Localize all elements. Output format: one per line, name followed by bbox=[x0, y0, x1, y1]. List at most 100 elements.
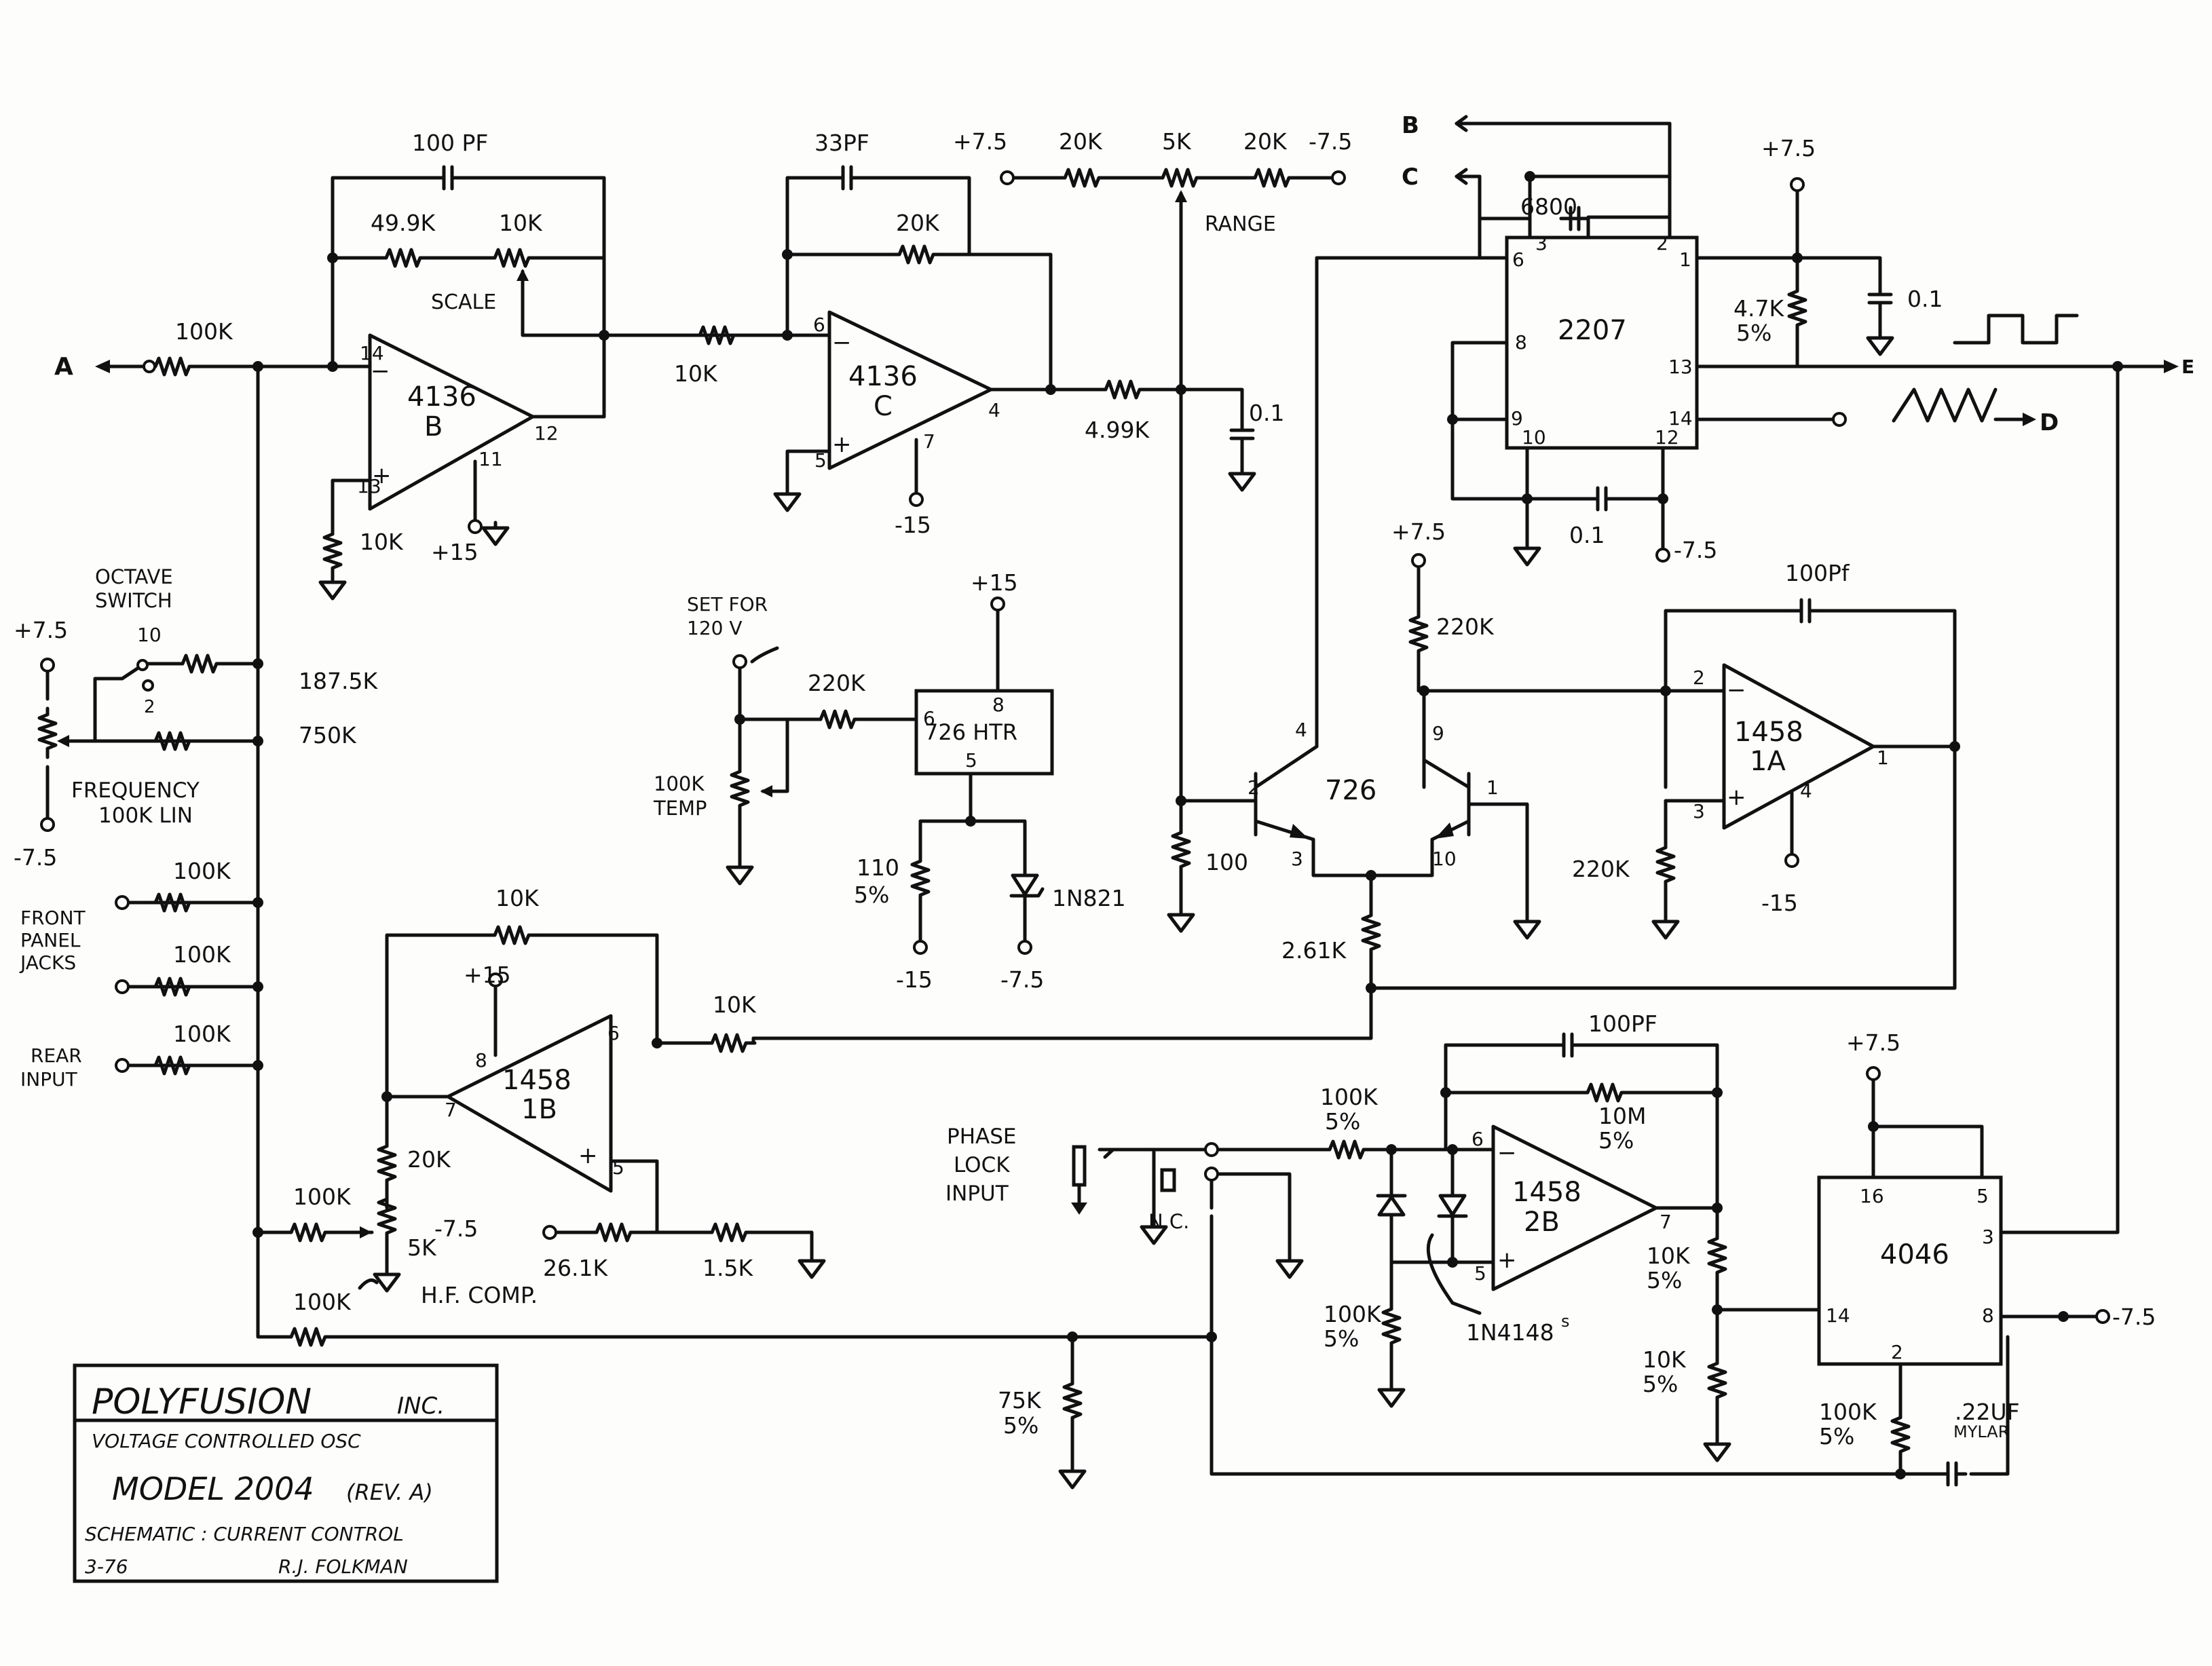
rail-freq-p75: +7.5 bbox=[14, 617, 68, 643]
r-750k bbox=[149, 733, 198, 749]
r-100k-pl bbox=[1324, 1141, 1372, 1158]
c-100pf bbox=[434, 167, 462, 189]
label-r-110: 110 bbox=[857, 854, 899, 881]
gnd-b13 bbox=[320, 577, 345, 599]
gnd-75k bbox=[1060, 1466, 1085, 1488]
ic-4136c-unit: C bbox=[874, 391, 893, 422]
label-r-100k-hf: 100K bbox=[293, 1184, 352, 1210]
ic-1458a-unit: 1A bbox=[1750, 746, 1786, 777]
label-c-22uf: .22UF bbox=[1955, 1399, 2020, 1425]
gnd-c5 bbox=[775, 489, 800, 510]
label-r-10m: 10M bbox=[1598, 1103, 1646, 1129]
title-block bbox=[73, 1363, 499, 1583]
r-10k-1b bbox=[489, 927, 538, 943]
r-100k-d bbox=[1383, 1303, 1400, 1352]
pin: 7 bbox=[445, 1099, 457, 1121]
c-100pf-2b bbox=[1554, 1034, 1581, 1056]
pin: 1 bbox=[1486, 776, 1499, 799]
r-10m bbox=[1581, 1084, 1630, 1101]
label-r-100k-4046: 100K bbox=[1819, 1399, 1877, 1425]
rail-freq-m75: -7.5 bbox=[14, 844, 57, 871]
op-amp-1458-2b bbox=[1491, 1124, 1658, 1291]
label-r-110-tol: 5% bbox=[854, 882, 889, 908]
title-product: VOLTAGE CONTROLLED OSC bbox=[92, 1430, 361, 1452]
label-r-20k-1b: 20K bbox=[407, 1146, 451, 1173]
label-r-10k-1b-out: 10K bbox=[713, 991, 757, 1018]
label-r-20k-rr: 20K bbox=[1243, 128, 1288, 155]
gnd-temp bbox=[728, 862, 752, 884]
pin: 3 bbox=[1693, 800, 1705, 822]
label-phase-1: PHASE bbox=[947, 1124, 1016, 1149]
r-10k-b13 bbox=[324, 528, 341, 577]
label-r-100k-pl: 100K bbox=[1320, 1084, 1379, 1110]
label-hf-comp: H.F. COMP. bbox=[421, 1282, 538, 1308]
label-oct-10: 10 bbox=[137, 624, 162, 646]
c-01-bot bbox=[1588, 488, 1615, 510]
pot-frequency bbox=[39, 708, 56, 757]
ic-726htr-part: 726 HTR bbox=[924, 719, 1017, 745]
range-wiper-arrow bbox=[1175, 190, 1187, 202]
pin: 13 bbox=[357, 475, 381, 497]
label-c-01-bot: 0.1 bbox=[1569, 522, 1605, 548]
pin: 4 bbox=[1800, 780, 1812, 802]
temp-wiper-arrow bbox=[760, 785, 772, 797]
pin: 12 bbox=[1655, 426, 1679, 449]
ic-1458b-part: 1458 bbox=[502, 1065, 571, 1096]
pin: 9 bbox=[1511, 407, 1523, 430]
pin-sign: − bbox=[1727, 677, 1746, 704]
r-20k-rl bbox=[1059, 170, 1108, 186]
label-zener: 1N821 bbox=[1052, 885, 1126, 911]
rail-4046-p75: +7.5 bbox=[1846, 1029, 1900, 1056]
pin-sign: − bbox=[1497, 1139, 1517, 1167]
r-220k-htr bbox=[814, 711, 863, 727]
port-c: C bbox=[1402, 164, 1419, 191]
diode-leader bbox=[1426, 1233, 1482, 1315]
pin: 2 bbox=[1656, 232, 1668, 254]
ic-4046 bbox=[1817, 1175, 2003, 1366]
pin: 14 bbox=[1826, 1304, 1850, 1327]
label-r-100k-d-tol: 5% bbox=[1324, 1325, 1359, 1352]
port-arrows bbox=[95, 115, 2179, 1215]
label-c-100pf-2b: 100PF bbox=[1588, 1010, 1657, 1037]
label-phase-2: LOCK bbox=[954, 1153, 1010, 1177]
label-r-261k-b: 26.1K bbox=[543, 1255, 608, 1281]
rail-range-m75: -7.5 bbox=[1309, 128, 1352, 155]
label-r-47k-tol: 5% bbox=[1736, 320, 1772, 346]
r-100k-4046 bbox=[1892, 1412, 1909, 1460]
label-r-100k-rear: 100K bbox=[173, 1021, 231, 1047]
label-frequency-1: FREQUENCY bbox=[71, 778, 200, 803]
freq-wiper-arrow bbox=[57, 735, 69, 747]
c-01-top bbox=[1869, 285, 1891, 312]
label-c-01-top: 0.1 bbox=[1907, 286, 1943, 312]
r-20k-c bbox=[893, 246, 942, 263]
r-261k-b bbox=[591, 1224, 639, 1241]
label-c-6800: 6800 bbox=[1520, 193, 1577, 220]
c-22uf bbox=[1938, 1463, 1966, 1485]
label-phase-3: INPUT bbox=[945, 1181, 1009, 1206]
port-e: E bbox=[2181, 356, 2194, 378]
zener-1n821 bbox=[1011, 873, 1039, 896]
label-r-10k-b13: 10K bbox=[360, 529, 404, 555]
ic-4136c-part: 4136 bbox=[848, 361, 918, 392]
pin: 2 bbox=[1891, 1341, 1903, 1363]
wires bbox=[45, 121, 2167, 1476]
scale-wiper-arrow bbox=[517, 269, 529, 281]
passive-parts bbox=[39, 167, 1966, 1488]
label-octave-1: OCTAVE bbox=[95, 565, 173, 588]
pin: 14 bbox=[1668, 407, 1693, 430]
diode-2 bbox=[1438, 1194, 1467, 1217]
label-r-10k-2b-b-tol: 5% bbox=[1643, 1371, 1678, 1397]
label-r-75k: 75K bbox=[998, 1387, 1042, 1414]
q-726-part: 726 bbox=[1325, 775, 1376, 806]
pin: 11 bbox=[479, 448, 503, 470]
ic-2207 bbox=[1505, 235, 1699, 450]
zener-bar bbox=[1009, 887, 1045, 898]
gnd-15k bbox=[800, 1255, 824, 1277]
ic-1458a-part: 1458 bbox=[1734, 717, 1803, 748]
label-r-261k: 2.61K bbox=[1281, 937, 1347, 964]
ic-1458b-unit: 1B bbox=[521, 1094, 557, 1125]
gnd-1a bbox=[1653, 916, 1678, 938]
r-4-99k bbox=[1100, 381, 1148, 398]
pin-sign: + bbox=[372, 462, 392, 489]
